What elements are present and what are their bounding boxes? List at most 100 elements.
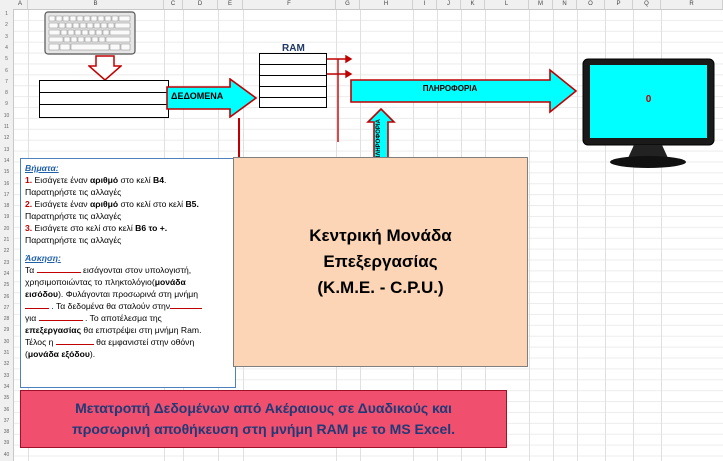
exercise-line: (μονάδα εξόδου). xyxy=(25,349,96,359)
keyboard-icon xyxy=(44,11,136,55)
row-header-40[interactable]: 40 xyxy=(3,451,10,458)
column-header-b[interactable]: B xyxy=(28,0,164,9)
row-header-1[interactable]: 1 xyxy=(5,11,8,17)
cpu-title-line3: (Κ.Μ.Ε. - C.P.U.) xyxy=(317,278,444,297)
row-header-14[interactable]: 14 xyxy=(3,157,10,164)
row-header-6[interactable]: 6 xyxy=(5,67,8,74)
column-header-q[interactable]: Q xyxy=(633,0,661,9)
ram-cell[interactable] xyxy=(260,87,326,98)
step-1: 1. Εισάγετε έναν αριθμό στο κελί B4. xyxy=(25,175,167,185)
row-header-5[interactable]: 5 xyxy=(5,56,8,63)
info-arrow xyxy=(350,68,578,114)
column-header-h[interactable]: H xyxy=(360,0,413,9)
row-header-39[interactable]: 39 xyxy=(3,440,10,447)
grid-line xyxy=(577,9,578,461)
column-header-m[interactable]: M xyxy=(529,0,553,9)
step-3: 3. Εισάγετε στο κελί στο κελί B6 το +. xyxy=(25,223,168,233)
steps-heading: Βήματα: xyxy=(25,163,59,173)
row-header-7[interactable]: 7 xyxy=(5,78,8,85)
column-header-p[interactable]: P xyxy=(605,0,633,9)
row-header-33[interactable]: 33 xyxy=(3,372,10,379)
row-header-2[interactable]: 2 xyxy=(5,22,8,29)
row-header-36[interactable]: 36 xyxy=(3,406,10,413)
exercise-heading: Άσκηση: xyxy=(25,253,61,263)
monitor-icon xyxy=(582,58,715,168)
row-header-38[interactable]: 38 xyxy=(3,429,10,436)
column-header-d[interactable]: D xyxy=(183,0,218,9)
cell-b6[interactable] xyxy=(40,105,168,116)
row-header-13[interactable]: 13 xyxy=(3,146,10,153)
grid-line xyxy=(529,9,530,461)
column-header-a[interactable]: A xyxy=(13,0,28,9)
data-arrow xyxy=(166,78,258,118)
step-3-note: Παρατηρήστε τις αλλαγές xyxy=(25,235,122,245)
cell-b4[interactable] xyxy=(40,81,168,93)
row-header-23[interactable]: 23 xyxy=(3,259,10,266)
row-header-8[interactable]: 8 xyxy=(5,90,8,97)
row-header-9[interactable]: 9 xyxy=(5,101,8,108)
exercise-line: εισόδου). Φυλάγονται προσωρινά στη μνήμη xyxy=(25,289,198,299)
grid-line xyxy=(661,9,662,461)
monitor-value: 0 xyxy=(645,94,652,105)
row-header-22[interactable]: 22 xyxy=(3,248,10,255)
ram-box[interactable] xyxy=(259,53,327,108)
row-header-20[interactable]: 20 xyxy=(3,225,10,232)
input-cells[interactable] xyxy=(39,80,169,118)
row-header-18[interactable]: 18 xyxy=(3,203,10,210)
row-header-29[interactable]: 29 xyxy=(3,327,10,334)
column-header-e[interactable]: E xyxy=(218,0,243,9)
input-down-arrow xyxy=(88,55,122,81)
cpu-title-line1: Κεντρική Μονάδα xyxy=(309,226,452,245)
ram-cell[interactable] xyxy=(260,98,326,107)
row-header-34[interactable]: 34 xyxy=(3,383,10,390)
column-header-j[interactable]: J xyxy=(437,0,461,9)
row-header-31[interactable]: 31 xyxy=(3,350,10,356)
grid-line xyxy=(553,9,554,461)
row-header-17[interactable]: 17 xyxy=(3,191,10,198)
grid-line xyxy=(605,9,606,461)
column-header-l[interactable]: L xyxy=(485,0,529,9)
ram-label: RAM xyxy=(282,43,305,54)
cpu-box: Κεντρική Μονάδα Επεξεργασίας (Κ.Μ.Ε. - C… xyxy=(233,157,528,367)
row-header-37[interactable]: 37 xyxy=(3,417,10,424)
row-header-25[interactable]: 25 xyxy=(3,282,10,289)
row-header-15[interactable]: 15 xyxy=(3,169,10,176)
row-header-12[interactable]: 12 xyxy=(3,135,10,142)
column-header-k[interactable]: K xyxy=(461,0,485,9)
row-header-3[interactable]: 3 xyxy=(5,33,8,40)
banner-line2: προσωρινή αποθήκευση στη μνήμη RAM με το… xyxy=(71,421,456,437)
row-header-19[interactable]: 19 xyxy=(3,214,10,221)
title-banner: Μετατροπή Δεδομένων από Ακέραιους σε Δυα… xyxy=(20,390,507,448)
cell-b5[interactable] xyxy=(40,93,168,105)
row-header-16[interactable]: 16 xyxy=(3,180,10,187)
row-header-26[interactable]: 26 xyxy=(3,293,10,300)
row-header-4[interactable]: 4 xyxy=(5,44,8,51)
exercise-line: . Τα δεδομένα θα σταλούν στην xyxy=(25,300,231,312)
column-header-n[interactable]: N xyxy=(553,0,577,9)
info-arrow-label: ΠΛΗΡΟΦΟΡΙΑ xyxy=(422,84,478,93)
ram-cell[interactable] xyxy=(260,65,326,76)
ram-cell[interactable] xyxy=(260,54,326,65)
ram-cell[interactable] xyxy=(260,76,326,87)
row-header-10[interactable]: 10 xyxy=(3,112,10,119)
row-header-28[interactable]: 28 xyxy=(3,316,10,323)
row-header-32[interactable]: 32 xyxy=(3,361,10,368)
column-header-r[interactable]: R xyxy=(661,0,723,9)
data-arrow-label: ΔΕΔΟΜΕΝΑ xyxy=(171,91,224,101)
row-header-21[interactable]: 21 xyxy=(3,237,10,243)
column-header-g[interactable]: G xyxy=(336,0,360,9)
connector-line xyxy=(238,118,240,158)
exercise-line: χρησιμοποιώντας το πληκτολόγιο(μονάδα xyxy=(25,277,186,287)
column-header-i[interactable]: I xyxy=(413,0,437,9)
row-header-24[interactable]: 24 xyxy=(3,270,10,277)
row-header-30[interactable]: 30 xyxy=(3,338,10,345)
column-header-f[interactable]: F xyxy=(243,0,336,9)
row-header-35[interactable]: 35 xyxy=(3,395,10,402)
column-header-o[interactable]: O xyxy=(577,0,605,9)
row-header-27[interactable]: 27 xyxy=(3,304,10,311)
column-header-c[interactable]: C xyxy=(164,0,183,9)
row-header-11[interactable]: 11 xyxy=(3,124,10,130)
